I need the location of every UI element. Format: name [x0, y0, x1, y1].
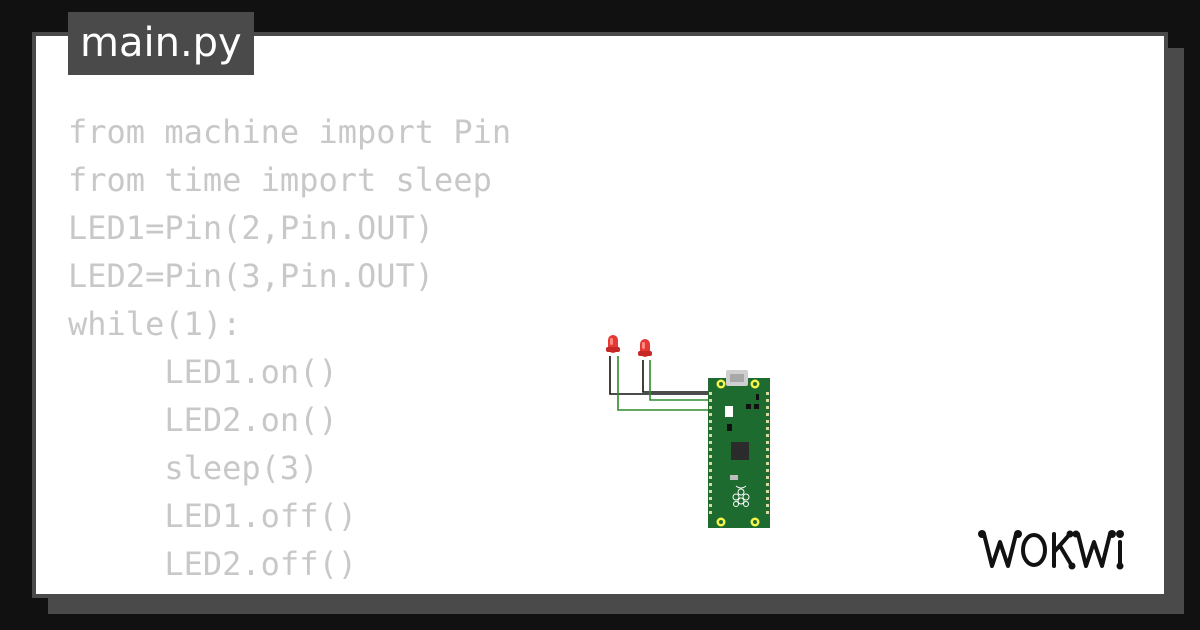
wires [609, 356, 708, 411]
code-line: from time import sleep [68, 161, 492, 199]
code-line: LED1.on() [68, 353, 338, 391]
wire-led2-signal [649, 360, 708, 401]
red-led-icon[interactable] [638, 339, 652, 357]
circuit-diagram [606, 335, 770, 528]
wire-led1-gnd [609, 356, 708, 395]
raspberry-pi-pico-board-icon[interactable] [708, 370, 770, 528]
raspberry-icon [732, 485, 750, 507]
code-line: LED1.off() [68, 497, 357, 535]
wire-led1-signal [617, 356, 708, 411]
code-line: sleep(1) [68, 588, 511, 594]
wokwi-logo[interactable] [978, 526, 1154, 574]
code-line: LED1=Pin(2,Pin.OUT) [68, 209, 435, 247]
code-line: LED2=Pin(3,Pin.OUT) [68, 257, 435, 295]
file-tab-main-py[interactable]: main.py [68, 12, 254, 75]
code-line: LED2.on() [68, 401, 338, 439]
code-line: from machine import Pin [68, 113, 512, 151]
code-line: sleep(3) [68, 449, 319, 487]
code-line: while(1): [68, 305, 242, 343]
red-led-icon[interactable] [606, 335, 620, 353]
wire-led2-gnd [642, 360, 708, 393]
preview-card: from machine import Pin from time import … [32, 32, 1168, 598]
code-line: LED2.off() [68, 545, 357, 583]
code-preview: from machine import Pin from time import … [68, 108, 512, 594]
